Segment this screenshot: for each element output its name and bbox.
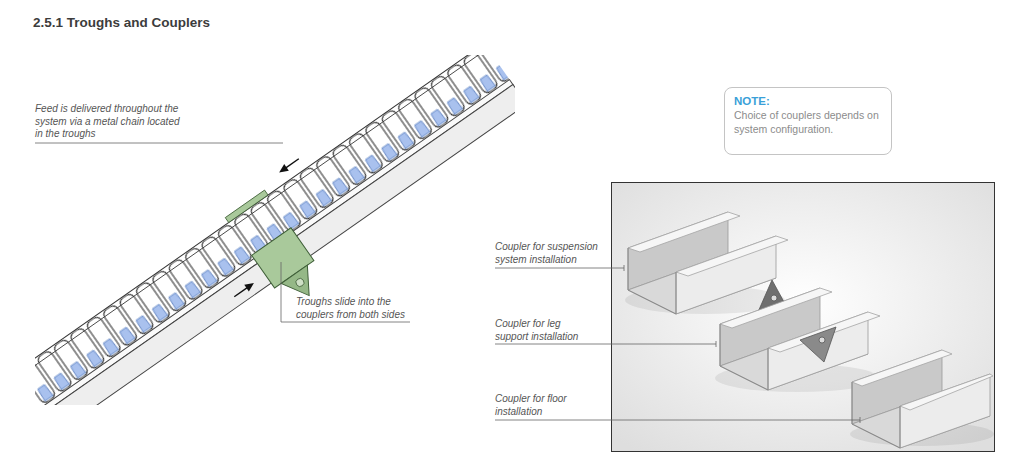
coupler-flange bbox=[225, 190, 268, 222]
coupler-edge bbox=[852, 382, 900, 448]
leader-tick bbox=[860, 417, 861, 423]
leader-line bbox=[495, 268, 624, 269]
suspension-coupler bbox=[625, 212, 788, 314]
leader-line bbox=[495, 344, 716, 345]
floor-coupler bbox=[850, 350, 994, 448]
callout-label: Feed is delivered throughout the system … bbox=[35, 103, 187, 141]
callout-label: Coupler for suspension system installati… bbox=[495, 241, 613, 266]
photo-frame bbox=[612, 183, 995, 452]
coupler-lip bbox=[852, 350, 952, 386]
chain-rail bbox=[35, 55, 488, 375]
coupler-lip bbox=[676, 236, 788, 276]
callout-label: Coupler for leg support installation bbox=[495, 318, 595, 343]
callout-label: Coupler for floor installation bbox=[495, 393, 595, 418]
note-heading: NOTE: bbox=[734, 94, 882, 109]
section-title: 2.5.1 Troughs and Couplers bbox=[33, 15, 210, 30]
leader-line bbox=[35, 143, 283, 144]
feed-chain bbox=[35, 55, 510, 405]
leg-support-coupler bbox=[715, 280, 880, 392]
arrow-head bbox=[277, 164, 289, 176]
coupler-edge bbox=[628, 248, 676, 314]
coupler-bolt bbox=[771, 295, 777, 301]
coupler-lip bbox=[628, 212, 740, 252]
chain-rail bbox=[35, 55, 484, 371]
coupler-lip bbox=[900, 374, 993, 410]
coupler-edge bbox=[720, 324, 768, 390]
trough-side bbox=[46, 85, 515, 405]
note-box: NOTE:Choice of couplers depends on syste… bbox=[724, 87, 892, 155]
leader-tick bbox=[716, 341, 717, 347]
coupler-lip bbox=[720, 288, 832, 328]
coupler-bracket bbox=[800, 327, 836, 362]
trough-with-chain bbox=[35, 55, 515, 405]
leader-line bbox=[495, 420, 860, 421]
coupler-bolt bbox=[819, 337, 825, 343]
callout-label: Troughs slide into the couplers from bot… bbox=[296, 296, 416, 321]
coupler-wall bbox=[900, 374, 990, 448]
leader-tick bbox=[624, 265, 625, 271]
conveyor-illustration bbox=[35, 55, 515, 405]
note-body: Choice of couplers depends on system con… bbox=[734, 109, 882, 136]
coupler-bolt bbox=[294, 277, 305, 288]
arrow-head bbox=[244, 280, 256, 292]
